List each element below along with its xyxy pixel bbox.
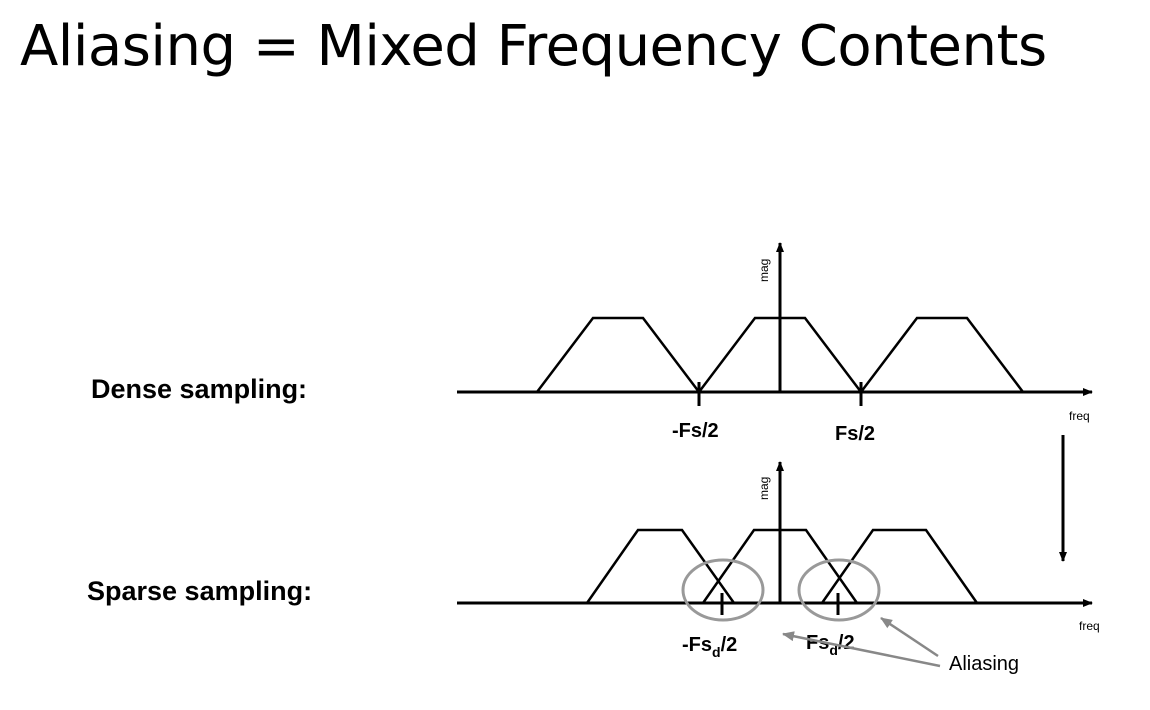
aliasing-circle-left (681, 558, 765, 622)
dense-freq-axis-label: freq (1069, 409, 1090, 423)
dense-replica-center (698, 316, 862, 393)
aliasing-annotation: Aliasing (782, 616, 1019, 675)
dense-spectrum: -Fs/2 Fs/2 freq mag (457, 242, 1093, 445)
sparse-spectrum: -Fsd/2 Fsd/2 freq mag (457, 461, 1100, 660)
aliasing-arrow-to-left (782, 631, 941, 668)
sparse-freq-axis-label: freq (1079, 619, 1100, 633)
dense-mag-axis-label: mag (757, 259, 771, 282)
slide-title: Aliasing = Mixed Frequency Contents (20, 14, 1047, 79)
dense-replica-left (536, 316, 700, 393)
dense-sampling-label: Dense sampling: (91, 374, 308, 404)
sparse-replica-left (585, 528, 736, 604)
sparse-mag-axis-label: mag (757, 477, 771, 500)
sparse-sampling-label: Sparse sampling: (87, 576, 313, 606)
dense-tick-neg-label: -Fs/2 (672, 420, 719, 442)
dense-replica-right (860, 316, 1024, 393)
sparse-replica-right (820, 528, 979, 604)
aliasing-circle-right (797, 558, 881, 622)
dense-tick-pos-label: Fs/2 (835, 423, 875, 445)
sparse-replica-center (701, 528, 859, 604)
sparse-tick-pos-label: Fsd/2 (806, 632, 855, 658)
aliasing-arrow-to-circle (880, 616, 939, 658)
sparse-tick-neg-label: -Fsd/2 (682, 634, 737, 660)
aliasing-label: Aliasing (949, 653, 1019, 675)
